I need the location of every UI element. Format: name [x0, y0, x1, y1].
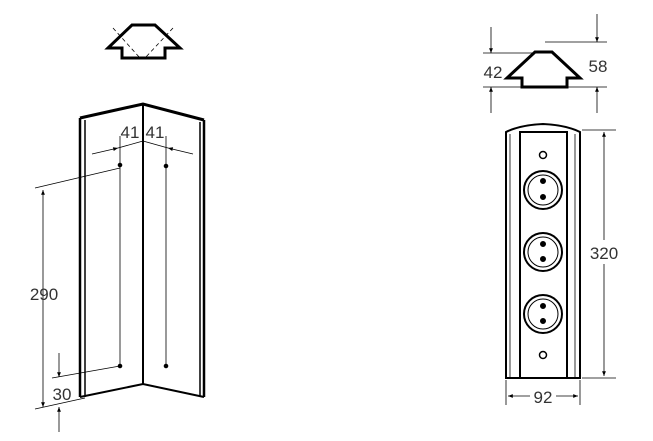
- mounting-hole-icon: [538, 350, 548, 360]
- corner-side-view: [34, 102, 206, 432]
- socket-icon: [523, 232, 563, 272]
- front-view: [505, 122, 616, 405]
- dim-front-height: 320: [590, 244, 618, 263]
- dim-bottom-offset: 30: [53, 385, 72, 404]
- dim-hole-spacing: 290: [30, 285, 58, 304]
- mounting-hole-icon: [538, 150, 548, 160]
- dim-total-height: 58: [589, 57, 608, 76]
- dim-front-width: 92: [534, 388, 553, 407]
- top-profile-view: [483, 14, 607, 113]
- top-left-profile: [104, 23, 184, 60]
- dim-width-left: 41: [121, 123, 140, 142]
- socket-icon: [523, 170, 563, 210]
- socket-icon: [523, 294, 563, 334]
- dim-width-right: 41: [146, 123, 165, 142]
- dim-inner-height: 42: [484, 63, 503, 82]
